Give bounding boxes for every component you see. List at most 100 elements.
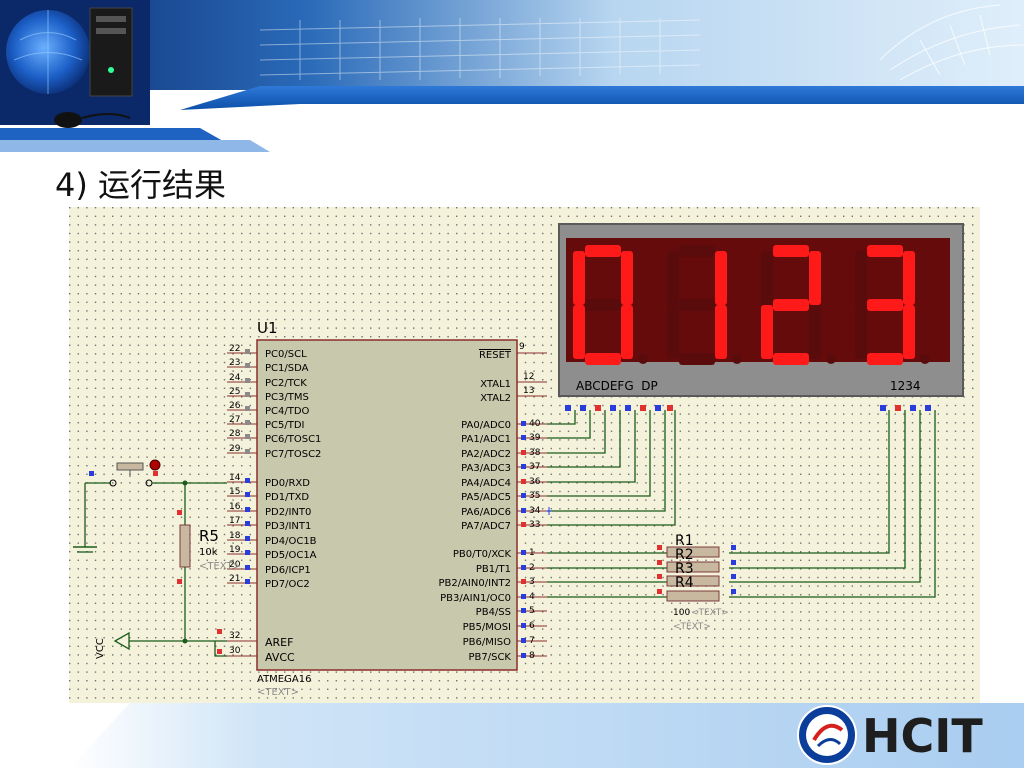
right-pin-num: 1	[529, 548, 535, 558]
resistor-r5-ref: R5	[199, 527, 219, 545]
left-pin-marker	[245, 565, 250, 570]
right-pin-marker	[521, 550, 526, 555]
segment-dp	[732, 354, 742, 364]
resistor-r5-text: <TEXT>	[199, 561, 241, 572]
digit-pin-marker	[910, 405, 916, 411]
right-pin-marker	[521, 579, 526, 584]
segment-pin-marker	[595, 405, 601, 411]
left-pin-num: 22	[229, 344, 240, 354]
left-pin-label: PD6/ICP1	[265, 565, 311, 576]
segment-d	[773, 353, 809, 365]
right-pin-num: 35	[529, 491, 540, 501]
right-pin-num: 39	[529, 433, 541, 443]
left-pin-label: PD5/OC1A	[265, 550, 317, 561]
left-pin-marker	[245, 449, 250, 454]
right-pin-num: 38	[529, 448, 541, 458]
vcc-label: VCC	[95, 638, 106, 659]
left-pin-label: PD7/OC2	[265, 579, 310, 590]
left-pin-label: PC1/SDA	[265, 363, 309, 374]
left-pin-num: 17	[229, 516, 240, 526]
header-banner	[0, 0, 1024, 160]
segment-b	[809, 251, 821, 305]
segment-d	[867, 353, 903, 365]
segment-c	[809, 305, 821, 359]
segment-e	[573, 305, 585, 359]
segment-b	[903, 251, 915, 305]
hcit-logo: HCIT	[796, 704, 1022, 766]
segment-pin-marker	[667, 405, 673, 411]
push-button[interactable]	[116, 462, 144, 471]
digit-pin-marker	[880, 405, 886, 411]
cursor-crosshair	[546, 507, 552, 515]
segment-d	[585, 353, 621, 365]
segment-e	[667, 305, 679, 359]
left-pin-num: 20	[229, 560, 241, 570]
resistor-r4-label: R4	[675, 575, 694, 591]
segment-f	[667, 251, 679, 305]
segment-a	[773, 245, 809, 257]
left-pin-marker	[245, 392, 250, 397]
digit-pin-labels: 1234	[890, 379, 921, 393]
left-pin-label: PD3/INT1	[265, 521, 311, 532]
segment-wires	[547, 410, 676, 526]
left-pin-num: 29	[229, 444, 241, 454]
avcc-pin-num: 30	[229, 646, 241, 656]
segment-g	[679, 299, 715, 311]
resistor-r4	[666, 590, 720, 602]
left-pin-num: 25	[229, 387, 240, 397]
left-pin-label: PD2/INT0	[265, 507, 311, 518]
aref-pin-num: 32	[229, 631, 240, 641]
right-pin-marker	[521, 594, 526, 599]
right-pin-label: PB4/SS	[476, 607, 511, 618]
right-pin-marker	[521, 479, 526, 484]
right-pin-label: PA6/ADC6	[461, 507, 511, 518]
right-pin-label: PB5/MOSI	[463, 622, 511, 633]
button-circuit: R5 10k <TEXT> VCC	[73, 459, 241, 659]
right-pin-label: PA1/ADC1	[461, 434, 511, 445]
left-pin-num: 21	[229, 574, 240, 584]
left-pin-label: PC6/TOSC1	[265, 434, 321, 445]
left-pin-label: PC3/TMS	[265, 392, 309, 403]
right-pin-num: 33	[529, 520, 540, 530]
right-pin-marker	[521, 638, 526, 643]
digit-1	[573, 245, 648, 365]
segment-a	[679, 245, 715, 257]
segment-pin-labels: ABCDEFG DP	[576, 379, 658, 393]
right-pin-label: PB0/T0/XCK	[453, 549, 512, 560]
xtal2-label: XTAL2	[480, 393, 511, 404]
left-pin-num: 14	[229, 473, 241, 483]
right-pin-marker	[521, 493, 526, 498]
resistor-r3-label: R3	[675, 561, 694, 577]
right-pin-marker	[521, 421, 526, 426]
left-pin-marker	[245, 363, 250, 368]
left-pin-label: PD0/RXD	[265, 478, 310, 489]
resistor-r2-label: R2	[675, 547, 694, 563]
left-pin-label: PD4/OC1B	[265, 536, 317, 547]
right-pin-marker	[521, 450, 526, 455]
segment-pin-marker	[610, 405, 616, 411]
segment-b	[621, 251, 633, 305]
logo-text: HCIT	[862, 709, 983, 763]
right-pin-num: 36	[529, 477, 541, 487]
right-pin-num: 2	[529, 563, 535, 573]
left-pin-num: 16	[229, 502, 241, 512]
right-pin-label: PA5/ADC5	[461, 492, 511, 503]
digit-wires	[547, 410, 936, 598]
display-pin-markers	[565, 405, 931, 411]
digit-3	[761, 245, 836, 365]
chip-ref: U1	[257, 319, 278, 337]
seven-segment-display: ABCDEFG DP 1234	[558, 223, 964, 397]
right-pin-num: 40	[529, 419, 541, 429]
segment-e	[761, 305, 773, 359]
right-pin-marker	[521, 464, 526, 469]
segment-dp	[638, 354, 648, 364]
left-pin-marker	[245, 550, 250, 555]
left-pin-marker	[245, 378, 250, 383]
xtal1-pin-num: 12	[523, 372, 534, 382]
right-pin-label: PB2/AIN0/INT2	[438, 578, 511, 589]
aref-label: AREF	[265, 636, 293, 649]
left-pin-marker	[245, 579, 250, 584]
right-pin-label: PA4/ADC4	[461, 478, 511, 489]
segment-dp	[826, 354, 836, 364]
